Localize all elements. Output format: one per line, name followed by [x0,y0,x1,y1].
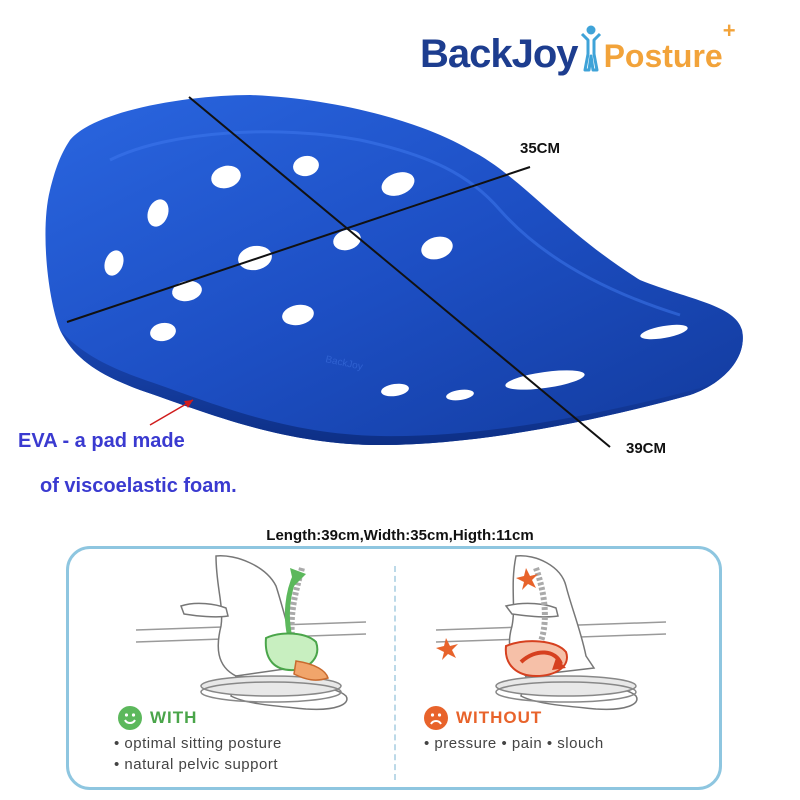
background-lines [135,621,667,643]
width-measure-line [66,166,531,323]
with-benefit-2: • natural pelvic support [114,756,278,773]
good-posture-figure [180,555,348,711]
bad-posture-figure [436,555,638,711]
with-benefit-1: • optimal sitting posture [114,735,282,752]
without-problem-1: • pressure • pain • slouch [424,735,604,752]
length-dimension-label: 39CM [626,440,667,457]
logo-brand: BackJoy [420,32,579,76]
backjoy-figure-icon [580,25,601,72]
panel-divider [394,566,396,780]
sad-face-icon [424,706,448,730]
without-title: WITHOUT [456,708,543,727]
without-legend: WITHOUT [424,706,542,730]
logo-product: Posture [603,38,723,74]
posture-comparison-illustration [135,555,667,711]
logo-plus: + [722,18,736,43]
product-illustration: BackJoy [45,95,743,448]
width-dimension-label: 35CM [520,140,561,157]
length-measure-line [188,96,611,448]
with-title: WITH [150,708,198,727]
material-description-line-2: of viscoelastic foam. [40,475,237,497]
dimensions-spec: Length:39cm,Width:35cm,Higth:11cm [266,527,534,544]
backjoy-logo: BackJoy Posture + [420,12,736,74]
material-description-line-1: EVA - a pad made [18,430,185,452]
with-legend: WITH [118,706,197,730]
happy-face-icon [118,706,142,730]
seat-holes [104,155,688,401]
pointer-arrow-icon [149,399,194,426]
